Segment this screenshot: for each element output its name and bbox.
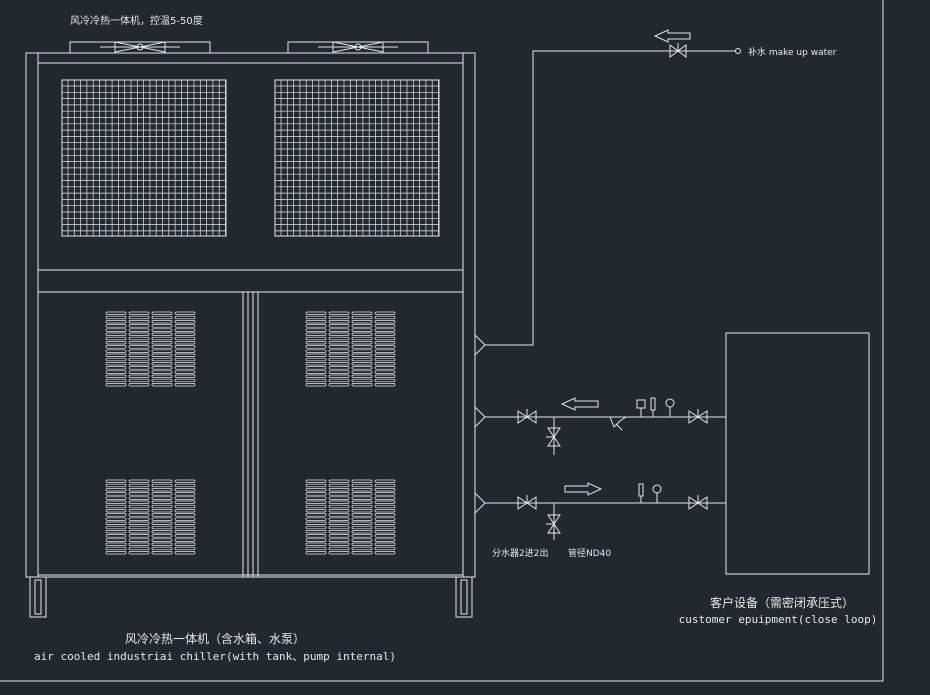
- customer-title-cn: 客户设备（需密闭承压式）: [710, 595, 854, 610]
- valve-icon: [546, 427, 561, 447]
- gauge-icon: [636, 399, 646, 417]
- makeup-water-label: 补水 make up water: [748, 46, 837, 58]
- flow-arrow-icon: [564, 482, 603, 496]
- valve-icon: [688, 495, 708, 510]
- condenser-grille-right: [274, 79, 440, 237]
- drawing-frame: [0, 0, 884, 682]
- valve-icon: [546, 514, 561, 534]
- thermometer-icon: [650, 397, 656, 417]
- makeup-water-pipe: [485, 50, 736, 346]
- valve-icon: [688, 409, 708, 424]
- condenser-grille-left: [61, 79, 227, 237]
- cabinet-foot-left: [29, 576, 47, 618]
- gauge-icon: [652, 484, 662, 503]
- valve-icon: [517, 409, 537, 424]
- fan-icon: [69, 41, 211, 54]
- customer-equipment-box: [725, 332, 870, 575]
- valve-icon: [669, 43, 687, 58]
- chiller-cabinet: [25, 52, 476, 578]
- top-label: 风冷冷热一体机，控温5-50度: [70, 14, 203, 27]
- gauge-icon: [665, 398, 675, 417]
- louvre-vent: [305, 311, 396, 387]
- manifold-label: 分水器2进2出: [492, 547, 548, 559]
- louvre-vent: [105, 311, 196, 387]
- flow-arrow-icon: [653, 29, 691, 43]
- flow-arrow-icon: [560, 397, 599, 411]
- louvre-vent: [105, 479, 196, 555]
- customer-title-en: customer epuipment(close loop): [679, 613, 878, 626]
- chiller-title-en: air cooled industriai chiller(with tank、…: [34, 650, 396, 663]
- thermometer-icon: [638, 483, 644, 503]
- valve-icon: [517, 495, 537, 510]
- pipe-size-label: 管径ND40: [568, 547, 611, 559]
- cabinet-foot-right: [455, 576, 473, 618]
- fan-icon: [287, 41, 429, 54]
- strainer-icon: [609, 416, 627, 431]
- louvre-vent: [305, 479, 396, 555]
- chiller-title-cn: 风冷冷热一体机（含水箱、水泵）: [125, 631, 305, 646]
